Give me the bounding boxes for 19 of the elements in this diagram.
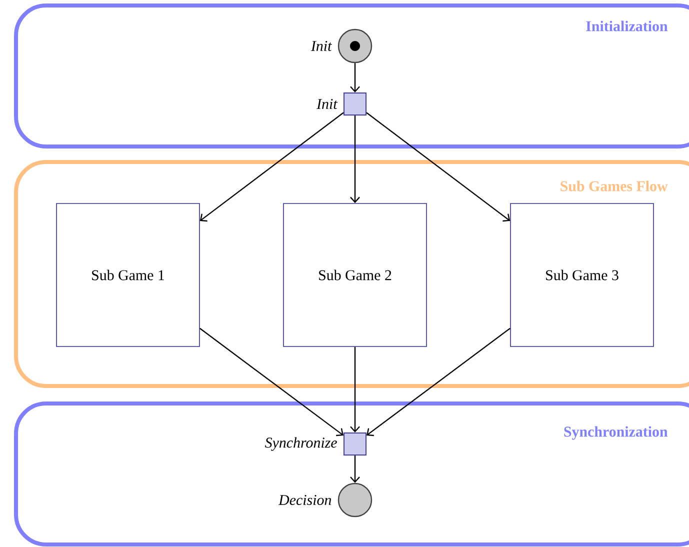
- node-label: Decision: [278, 494, 332, 505]
- process-box: Sub Game 3: [510, 203, 654, 347]
- place-circle: [338, 482, 372, 518]
- node-label: Synchronize: [265, 437, 337, 451]
- node-label: Init: [316, 98, 338, 109]
- arrow: [350, 116, 360, 204]
- node-label: Init: [310, 40, 332, 51]
- arrow: [350, 346, 360, 432]
- transition-box: [344, 92, 366, 116]
- arrow: [366, 112, 510, 222]
- arrow: [366, 328, 510, 436]
- transition-box: [344, 432, 366, 456]
- place-circle: [338, 28, 372, 64]
- arrow: [350, 456, 360, 483]
- process-box: Sub Game 2: [283, 203, 427, 347]
- arrow: [200, 328, 344, 436]
- process-box: Sub Game 1: [56, 203, 200, 347]
- arrow: [350, 63, 360, 92]
- arrow: [200, 112, 344, 222]
